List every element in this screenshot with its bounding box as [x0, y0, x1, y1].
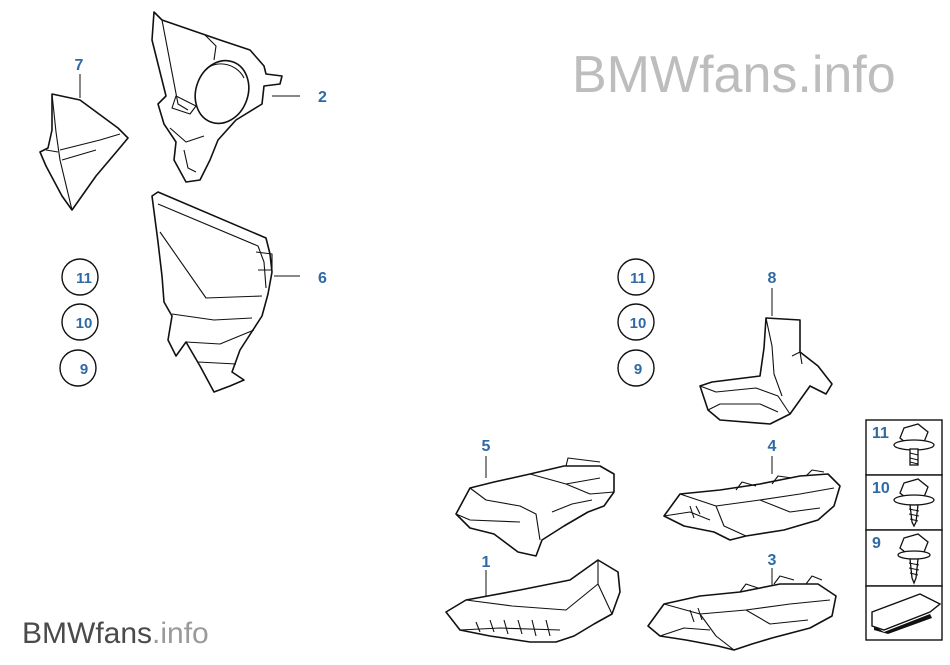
fastener-legend: 11 10 9 — [865, 419, 943, 641]
left-bubble-group: 11 10 9 — [59, 258, 99, 387]
watermark-top: BMWfans.info — [572, 46, 896, 104]
part-6-drawing — [151, 191, 273, 393]
part-5-drawing — [455, 457, 615, 557]
part-8-drawing — [699, 317, 833, 425]
bubble-left-10 — [61, 303, 99, 341]
label-part-4[interactable]: 4 — [768, 438, 777, 455]
bubble-right-9-label[interactable]: 9 — [634, 361, 642, 378]
self-tapping-screw-icon — [897, 533, 931, 585]
direction-arrow-icon — [871, 593, 942, 634]
bubble-right-9 — [617, 349, 655, 387]
bubble-left-10-label[interactable]: 10 — [76, 315, 93, 332]
part-3-drawing — [647, 575, 837, 651]
bubble-left-11-label[interactable]: 11 — [76, 270, 92, 287]
bubble-left-9-label[interactable]: 9 — [80, 361, 88, 378]
bolt-icon — [893, 423, 935, 466]
label-part-8[interactable]: 8 — [768, 270, 777, 287]
part-4-drawing — [663, 469, 841, 541]
bubble-right-10 — [617, 303, 655, 341]
label-part-1[interactable]: 1 — [482, 554, 491, 571]
bubble-right-11-label[interactable]: 11 — [630, 270, 646, 287]
bubble-right-11 — [617, 258, 655, 296]
bubble-left-9 — [59, 349, 97, 387]
label-part-2[interactable]: 2 — [318, 89, 327, 106]
label-part-6[interactable]: 6 — [318, 270, 327, 287]
fastener-label-11[interactable]: 11 — [872, 425, 889, 442]
flange-screw-icon — [893, 478, 935, 528]
watermark-bottom: BMWfans.info — [22, 617, 209, 650]
part-7-drawing — [39, 93, 129, 211]
label-part-7[interactable]: 7 — [75, 57, 84, 74]
fastener-label-10[interactable]: 10 — [872, 480, 890, 497]
bubble-left-11 — [61, 258, 99, 296]
right-bubble-group: 11 10 9 — [617, 258, 655, 387]
fastener-label-9[interactable]: 9 — [872, 535, 881, 552]
part-2-drawing — [151, 11, 283, 183]
bubble-right-10-label[interactable]: 10 — [630, 315, 647, 332]
label-part-3[interactable]: 3 — [768, 552, 777, 569]
part-1-drawing — [445, 559, 621, 643]
label-part-5[interactable]: 5 — [482, 438, 491, 455]
